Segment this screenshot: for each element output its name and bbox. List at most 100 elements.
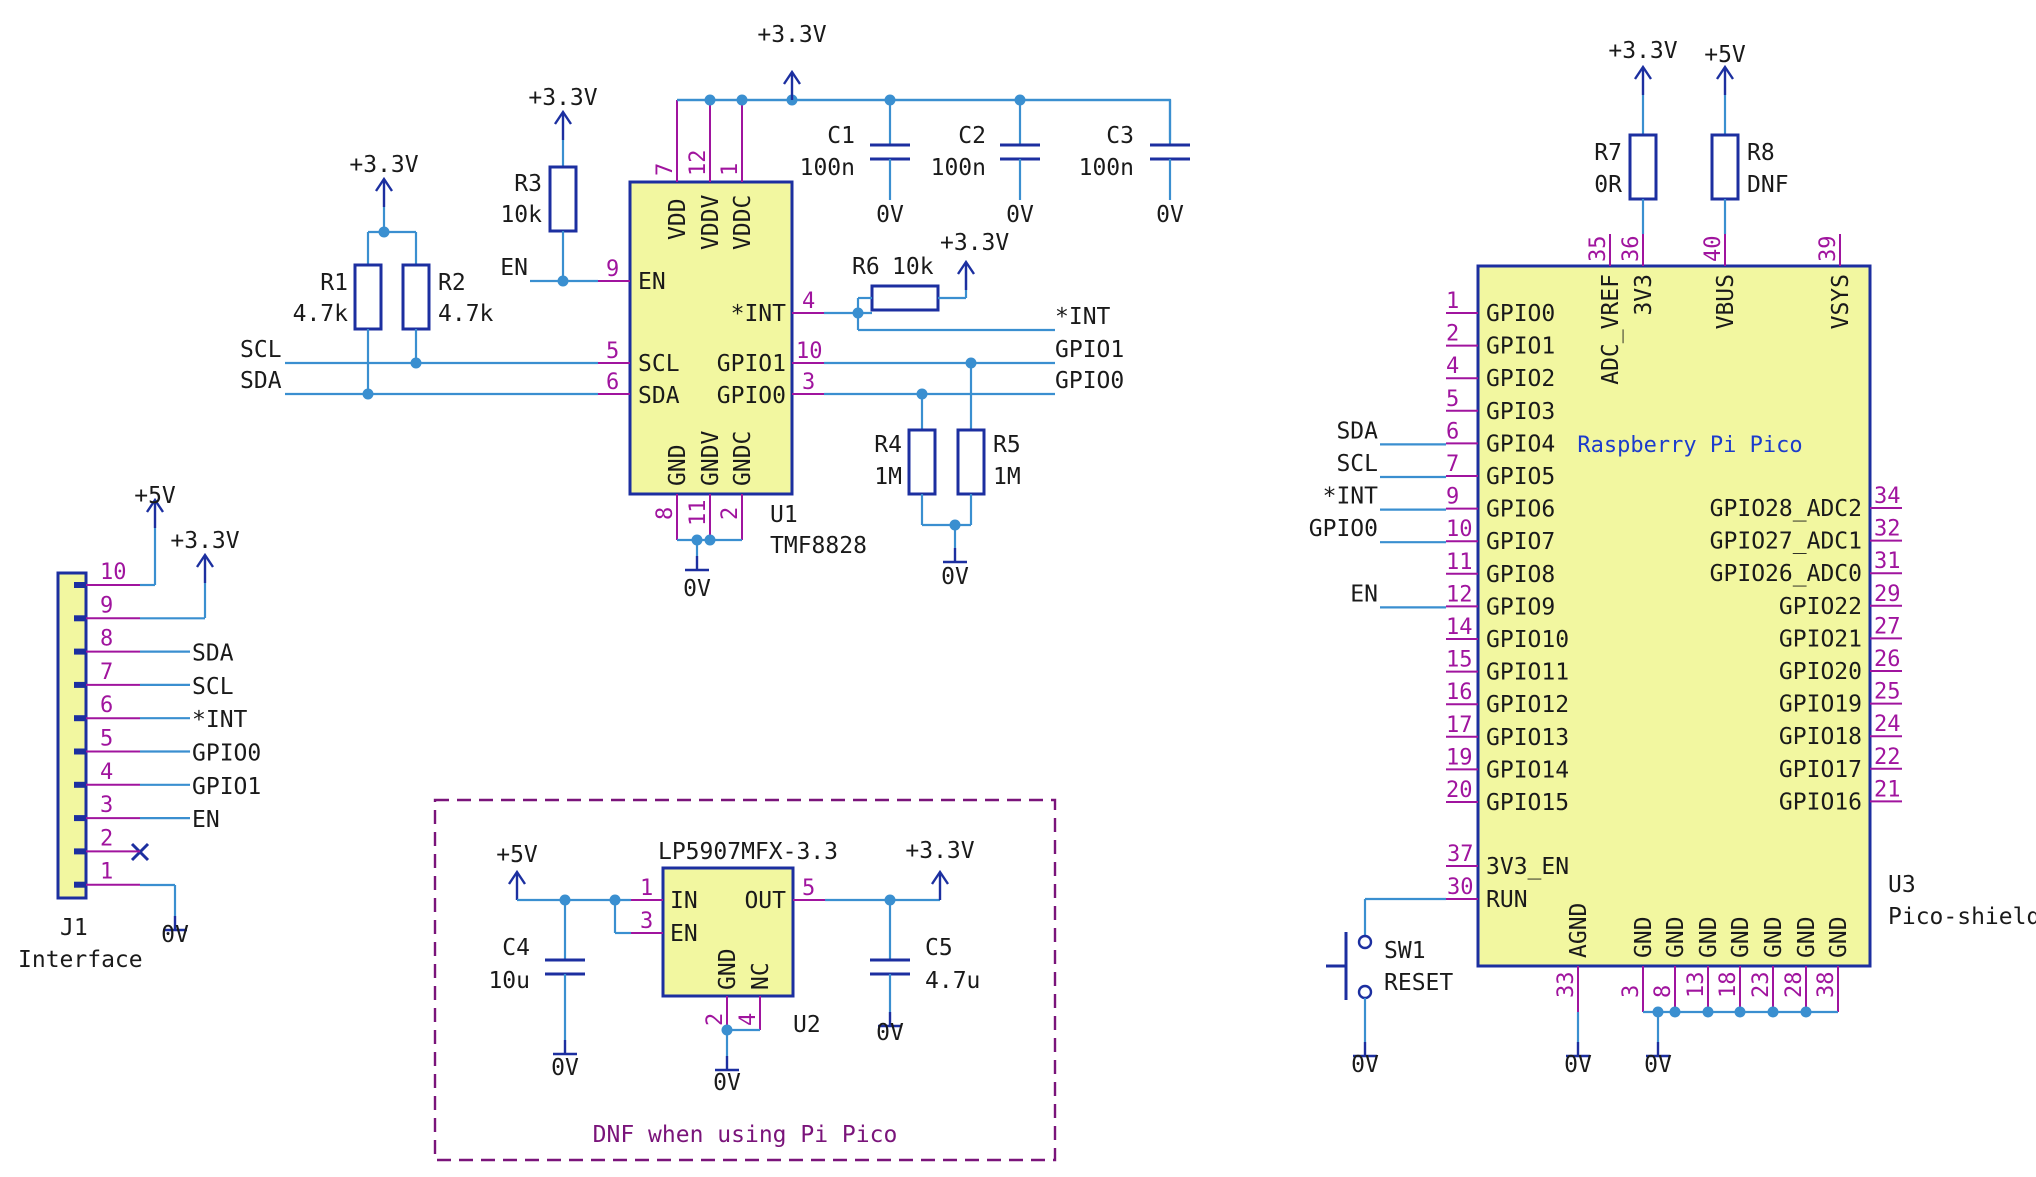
r6-ref: R6 [852, 254, 880, 280]
gnd-label: 0V [713, 1070, 741, 1096]
junction-dot [1767, 1006, 1779, 1018]
j1-pin-num: 5 [100, 727, 113, 752]
u3-pin-num: 5 [1446, 387, 1459, 412]
u3-pin-num: 37 [1447, 842, 1474, 867]
u1-pin-name: EN [638, 269, 666, 295]
power-label-3v3: +3.3V [1608, 38, 1677, 64]
u3-pin-name: GPIO9 [1486, 594, 1555, 620]
c2-ref: C2 [958, 123, 986, 149]
u3-pin-num: 16 [1446, 680, 1473, 705]
u3-pin-name: GPIO4 [1486, 431, 1555, 457]
u3-pin-num: 6 [1446, 419, 1459, 444]
u3-pin-num: 12 [1446, 582, 1473, 607]
u2-pin-name: OUT [744, 888, 786, 914]
u3-pin-num: 36 [1619, 236, 1644, 263]
r4-ref: R4 [874, 432, 902, 458]
u3-pin-name: GND [1728, 916, 1754, 958]
j1-body [56, 571, 88, 900]
j1-pin-num: 1 [100, 860, 113, 885]
j1-value: Interface [18, 947, 143, 973]
u1-pin-num: 10 [796, 339, 823, 364]
u2-pin-name: IN [670, 888, 698, 914]
u3-pin-name: GPIO0 [1486, 301, 1555, 327]
c4-value: 10u [488, 968, 530, 994]
u1-pin-num: 3 [802, 370, 815, 395]
sw1-ref: SW1 [1384, 938, 1426, 964]
u2-pin-name: EN [670, 921, 698, 947]
u1-pin-name: *INT [731, 301, 787, 327]
u2-pin-num: 4 [736, 1013, 761, 1026]
r8-ref: R8 [1747, 140, 1775, 166]
gnd-label: 0V [941, 564, 969, 590]
u3-pin-num: 28 [1782, 972, 1807, 999]
c3-value: 100n [1079, 155, 1134, 181]
j1-pin-contact [74, 748, 86, 755]
u3-pin-num: 7 [1446, 452, 1459, 477]
u1-pin-num: 9 [606, 257, 619, 282]
j1-net-label: *INT [192, 707, 248, 733]
u3-pin-name: GPIO27_ADC1 [1710, 529, 1862, 555]
u3-pin-num: 21 [1874, 777, 1901, 802]
u3-pin-num: 13 [1684, 972, 1709, 999]
u1-ref: U1 [770, 502, 798, 528]
j1-pin-contact [74, 715, 86, 722]
gnd-label: 0V [876, 1020, 904, 1046]
u3-pin-name: GPIO6 [1486, 497, 1555, 523]
u3-pin-name: GPIO8 [1486, 562, 1555, 588]
u3-pin-name: GPIO16 [1779, 789, 1862, 815]
u3-pin-num: 35 [1586, 236, 1611, 263]
u3-pin-name: GND [1631, 916, 1657, 958]
u3-pin-name: GPIO2 [1486, 366, 1555, 392]
u3-value: Pico-shield [1888, 904, 2036, 930]
r1-value: 4.7k [293, 301, 349, 327]
u1-value: TMF8828 [770, 533, 867, 559]
u3-pin-num: 32 [1874, 517, 1901, 542]
u3-pin-num: 8 [1651, 985, 1676, 998]
r1-ref: R1 [320, 270, 348, 296]
u3-pin-num: 23 [1749, 972, 1774, 999]
j1-net-label: SDA [192, 641, 234, 667]
u3-pin-name: VSYS [1828, 274, 1854, 329]
j1-net-label: GPIO1 [192, 774, 261, 800]
net-label-int: *INT [1055, 304, 1111, 330]
u3-pin-name: GPIO18 [1779, 724, 1862, 750]
u1-supply-rail: +3.3V C1 100n 0V C2 100n 0V C3 100n 0V [677, 22, 1192, 228]
r3-en-pullup: +3.3V R3 10k EN [500, 85, 598, 287]
gnd-label: 0V [551, 1055, 579, 1081]
j1-pin-contact [74, 615, 86, 622]
j1-pin-num: 7 [100, 660, 113, 685]
u3-pin-num: 29 [1874, 582, 1901, 607]
u3-pin-name: GND [1696, 916, 1722, 958]
j1-net-label: GPIO0 [192, 741, 261, 767]
u3-pin-num: 26 [1874, 647, 1901, 672]
u3-pin-num: 27 [1874, 614, 1901, 639]
gnd-label: 0V [161, 922, 189, 948]
gpio-pulldowns: GPIO1 GPIO0 0V R4 1M R5 1M [824, 337, 1124, 590]
u1-tmf8828: 7 12 1 VDD VDDV VDDC 9 5 6 EN SCL SDA 4 … [598, 100, 867, 559]
u3-pin-num: 39 [1816, 236, 1841, 263]
j1-pin-contact [74, 781, 86, 788]
net-label-en: EN [500, 255, 528, 281]
u3-pin-num: 17 [1446, 713, 1473, 738]
u3-pin-name: RUN [1486, 887, 1528, 913]
u3-pin-name: GPIO26_ADC0 [1710, 561, 1862, 587]
u3-pin-name: GPIO22 [1779, 594, 1862, 620]
u3-net-label: SDA [1336, 418, 1378, 444]
u3-pin-num: 15 [1446, 648, 1473, 673]
j1-pin-contact [74, 881, 86, 888]
u3-pin-num: 34 [1874, 484, 1901, 509]
u3-body [1476, 264, 1872, 968]
u1-pin-name: GPIO1 [717, 351, 786, 377]
j1-pin-num: 9 [100, 593, 113, 618]
u3-pin-num: 38 [1814, 972, 1839, 999]
r6-value: 10k [892, 254, 934, 280]
u3-pin-name: GPIO5 [1486, 464, 1555, 490]
j1-pin-num: 8 [100, 627, 113, 652]
u3-pin-num: 10 [1446, 517, 1473, 542]
u3-pin-name: 3V3 [1631, 274, 1657, 316]
power-label-5v: +5V [1704, 42, 1746, 68]
junction-dot [1800, 1006, 1812, 1018]
u3-pin-name: GPIO14 [1486, 757, 1569, 783]
power-label-3v3: +3.3V [170, 528, 239, 554]
